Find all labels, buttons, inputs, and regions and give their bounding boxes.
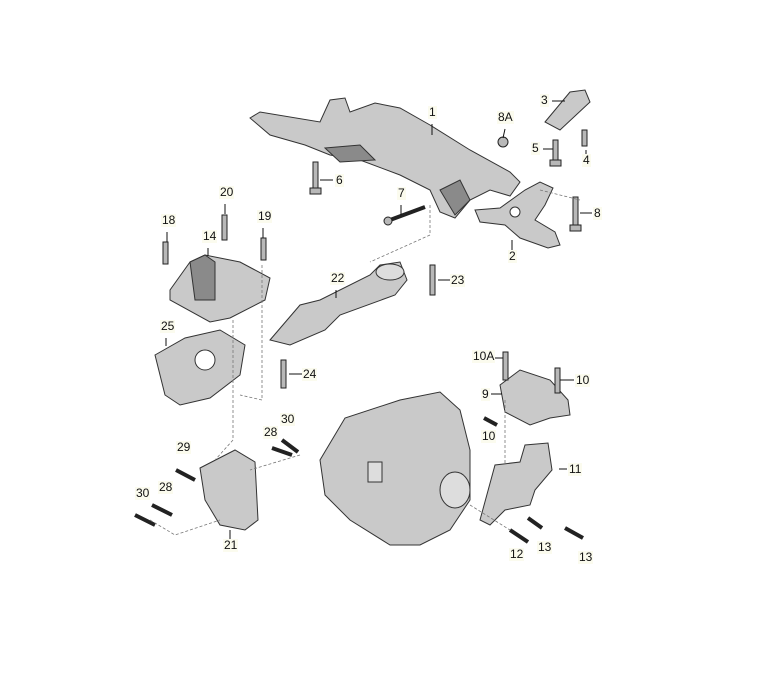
callout-10a: 10A [472, 349, 496, 363]
callout-7: 7 [397, 186, 406, 200]
callout-2: 2 [508, 249, 517, 263]
callout-8a: 8A [497, 110, 514, 124]
callout-25: 25 [160, 319, 176, 333]
bracket-part-11 [479, 442, 553, 526]
subframe-part-1 [249, 97, 521, 219]
callout-6: 6 [335, 173, 344, 187]
callout-9: 9 [481, 387, 490, 401]
callout-30-upper: 30 [280, 412, 296, 426]
control-arm-part-2 [474, 181, 561, 249]
assembly-lines [149, 189, 581, 536]
callout-11: 11 [568, 462, 583, 476]
callout-18: 18 [161, 213, 177, 227]
bolts [134, 129, 588, 544]
engine-mount-part-14 [169, 254, 271, 323]
bracket-part-21 [199, 449, 259, 531]
callout-19: 19 [257, 209, 273, 223]
callout-14: 14 [202, 229, 218, 243]
callout-5: 5 [531, 141, 540, 155]
callout-12: 12 [509, 547, 525, 561]
callout-13-left: 13 [537, 540, 553, 554]
callout-22: 22 [330, 271, 346, 285]
callout-28-upper: 28 [263, 425, 279, 439]
callout-24: 24 [302, 367, 318, 381]
callout-29: 29 [176, 440, 192, 454]
callout-10-lower: 10 [481, 429, 497, 443]
gearbox [319, 391, 471, 546]
callout-30-lower: 30 [135, 486, 151, 500]
callout-3: 3 [540, 93, 549, 107]
callout-21: 21 [223, 538, 239, 552]
callout-20: 20 [219, 185, 235, 199]
callout-1: 1 [428, 105, 437, 119]
callout-8: 8 [593, 206, 602, 220]
bracket-part-3 [544, 89, 591, 131]
callout-4: 4 [582, 153, 591, 167]
gearbox-mount-part-9 [499, 369, 571, 426]
torque-rod-part-22 [269, 261, 408, 346]
callout-10-right: 10 [575, 373, 591, 387]
callout-13-right: 13 [578, 550, 594, 564]
plate-hole [194, 349, 216, 371]
callout-23: 23 [450, 273, 466, 287]
callout-28-lower: 28 [158, 480, 174, 494]
